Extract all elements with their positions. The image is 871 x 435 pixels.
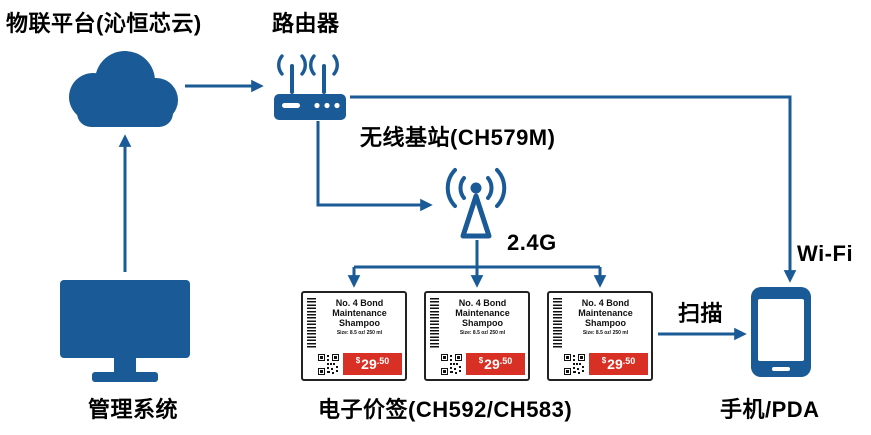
base-station-icon	[436, 158, 516, 244]
price-tag: No. 4 Bond Maintenance Shampoo Size: 8.5…	[301, 291, 407, 381]
product-size: Size: 8.5 oz/ 250 ml	[336, 330, 383, 337]
label-frequency: 2.4G	[507, 230, 557, 255]
arrow-router-to-basestation	[316, 121, 433, 212]
label-iot-platform: 物联平台(沁恒芯云)	[6, 11, 202, 36]
arrow-router-to-phone	[350, 95, 797, 283]
price-tag: No. 4 Bond Maintenance Shampoo Size: 8.5…	[547, 291, 653, 381]
line-basestation-split	[354, 240, 600, 269]
price-box: $29.50	[466, 353, 525, 375]
label-router: 路由器	[272, 11, 340, 36]
price-box: $29.50	[343, 353, 402, 375]
price-tag: No. 4 Bond Maintenance Shampoo Size: 8.5…	[424, 291, 530, 381]
phone-icon	[750, 286, 812, 378]
product-size: Size: 8.5 oz/ 250 ml	[582, 330, 629, 337]
label-management-system: 管理系统	[88, 397, 179, 422]
price-box: $29.50	[589, 353, 648, 375]
barcode-icon	[553, 298, 562, 348]
router-icon	[260, 48, 360, 122]
barcode-icon	[307, 298, 316, 348]
barcode-icon	[430, 298, 439, 348]
product-title: No. 4 Bond Maintenance Shampoo	[455, 298, 510, 329]
label-phone-pda: 手机/PDA	[720, 397, 820, 422]
label-scan: 扫描	[678, 301, 724, 326]
product-title: No. 4 Bond Maintenance Shampoo	[332, 298, 387, 329]
label-base-station: 无线基站(CH579M)	[360, 125, 556, 150]
qr-code-icon	[318, 354, 339, 375]
label-wifi: Wi-Fi	[797, 241, 854, 266]
monitor-icon	[60, 280, 190, 386]
product-size: Size: 8.5 oz/ 250 ml	[459, 330, 506, 337]
product-title: No. 4 Bond Maintenance Shampoo	[578, 298, 633, 329]
cloud-icon	[55, 45, 190, 130]
qr-code-icon	[441, 354, 462, 375]
label-esl: 电子价签(CH592/CH583)	[318, 397, 573, 422]
qr-code-icon	[564, 354, 585, 375]
